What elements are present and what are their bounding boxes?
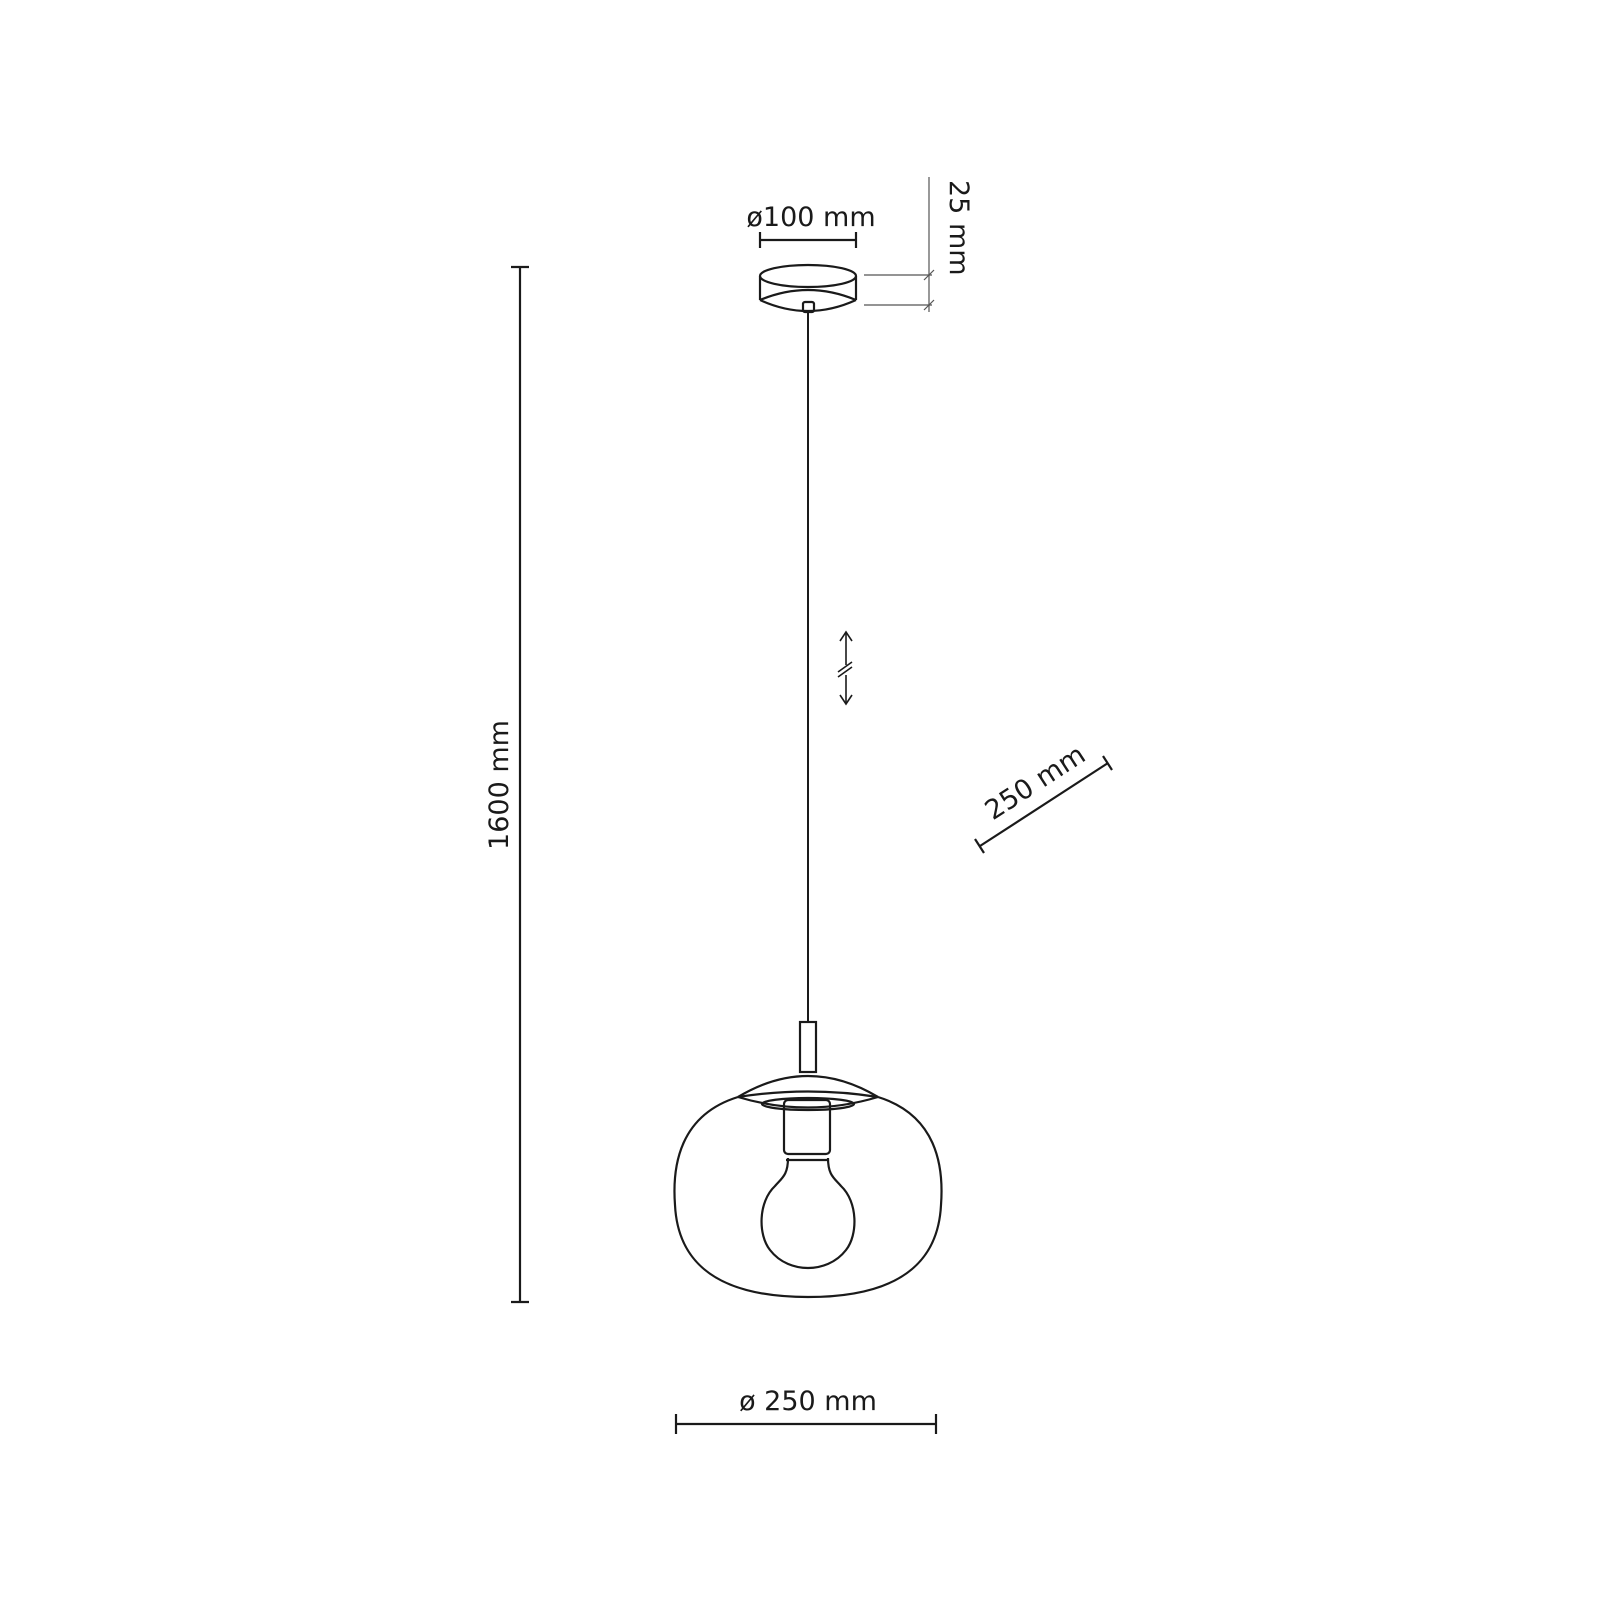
glass-shade (673, 1095, 943, 1299)
total-height-label: 1600 mm (484, 720, 515, 850)
light-bulb (760, 1157, 856, 1270)
bulb-socket (782, 1098, 832, 1162)
shade-diameter-dimension (674, 1414, 938, 1434)
adjustable-length-arrow-icon (837, 630, 853, 706)
ceiling-canopy (758, 263, 858, 314)
shade-cap (737, 1075, 879, 1112)
canopy-diameter-dimension (758, 232, 858, 248)
shade-depth-dimension (974, 755, 1113, 854)
canopy-diameter-label: ø100 mm (746, 202, 875, 233)
shade-diameter-label: ø 250 mm (739, 1386, 877, 1417)
lamp-stem (798, 1020, 818, 1074)
canopy-height-label: 25 mm (943, 180, 974, 276)
shade-depth-label: 250 mm (980, 739, 1091, 826)
canopy-height-dimension (864, 177, 935, 312)
total-height-dimension (511, 265, 529, 1304)
